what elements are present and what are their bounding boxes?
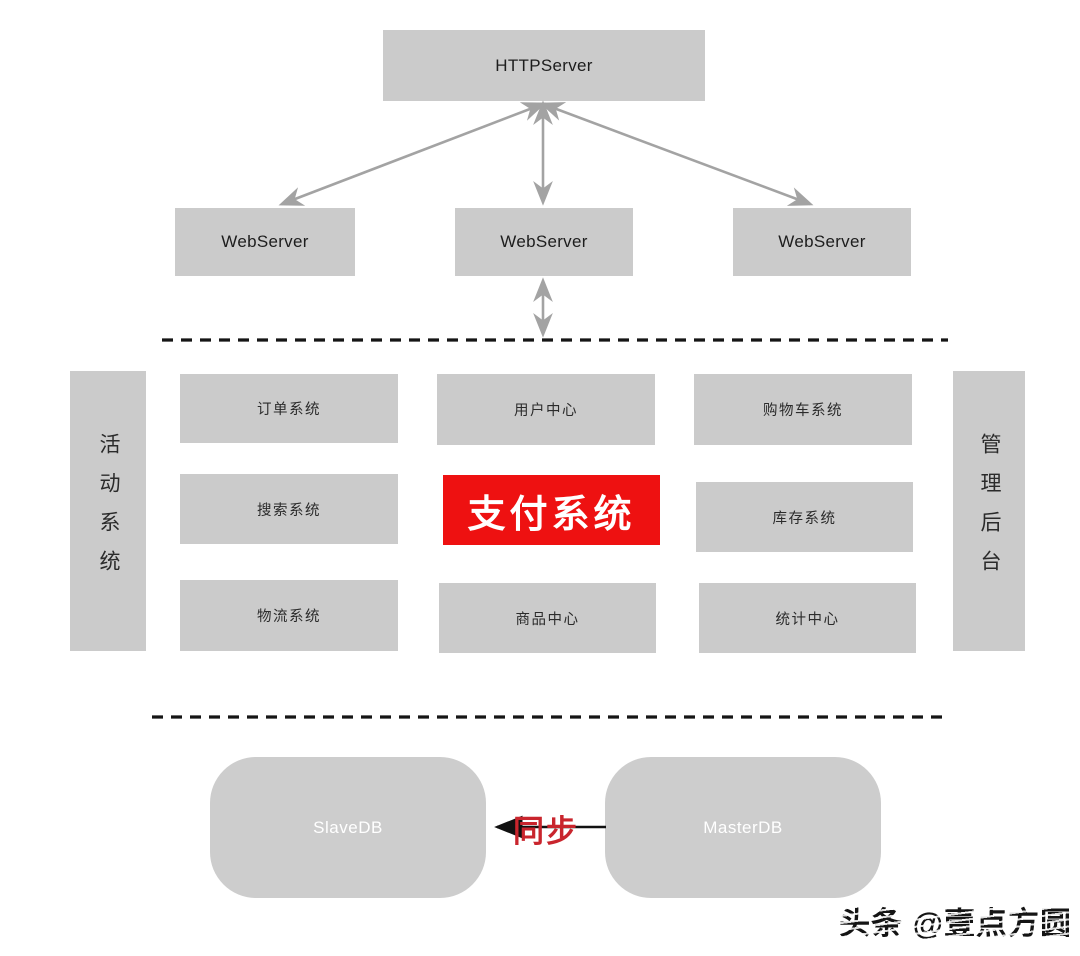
sidebar-activity-system: 活动系统 [70, 371, 146, 651]
cell-search-system: 搜索系统 [180, 474, 398, 544]
cell-statistics-center: 统计中心 [699, 583, 916, 653]
web-server-node-3: WebServer [733, 208, 911, 276]
web-server-node-2: WebServer [455, 208, 633, 276]
web-server-node-1: WebServer [175, 208, 355, 276]
arrow-http-to-webserver-1 [278, 102, 547, 206]
cell-logistics-system: 物流系统 [180, 580, 398, 651]
cell-user-center: 用户中心 [437, 374, 655, 445]
cell-product-center: 商品中心 [439, 583, 656, 653]
cell-inventory-system: 库存系统 [696, 482, 913, 552]
slave-db-node: SlaveDB [210, 757, 486, 898]
sync-label: 同步 [513, 814, 579, 849]
sidebar-admin-backend: 管理后台 [953, 371, 1025, 651]
cell-shopping-cart-system: 购物车系统 [694, 374, 912, 445]
cell-payment-system-highlight: 支付系统 [443, 475, 660, 545]
master-db-node: MasterDB [605, 757, 881, 898]
cell-order-system: 订单系统 [180, 374, 398, 443]
http-server-node: HTTPServer [383, 30, 705, 101]
arrow-http-to-webserver-3 [539, 102, 814, 206]
watermark-text: 头条 @壹点方圆 [839, 906, 1072, 941]
